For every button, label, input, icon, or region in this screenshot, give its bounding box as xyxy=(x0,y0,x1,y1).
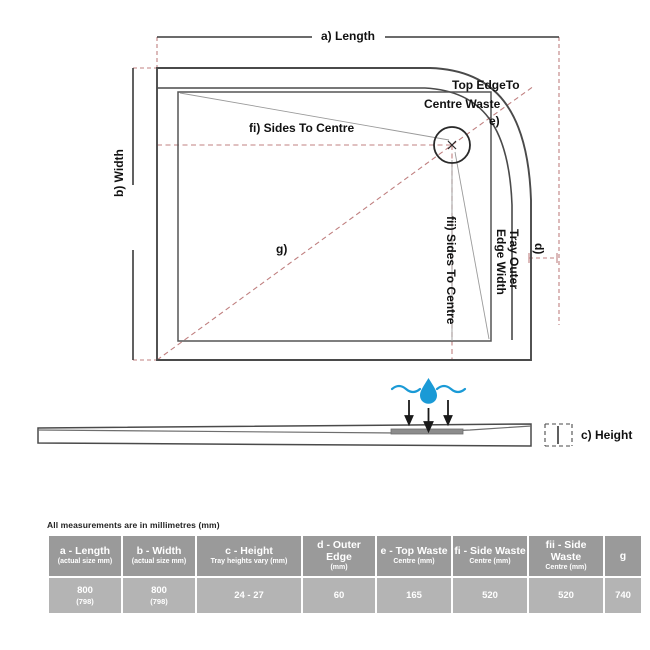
table-cell: 520 xyxy=(529,578,603,614)
header-subtitle: (actual size mm) xyxy=(57,558,113,566)
label-d-outer-edge: d) xyxy=(532,243,546,255)
d-outer-edge-ticks xyxy=(528,253,558,263)
label-fii-sides-to-centre: fii) Sides To Centre xyxy=(444,216,458,325)
tray-cross-section-body xyxy=(37,423,532,447)
cell-value: 740 xyxy=(615,589,631,601)
header-title: fi - Side Waste xyxy=(454,545,526,558)
cell-value: 24 - 27 xyxy=(234,589,264,601)
label-top-edge-to-centre-waste-line1: Top EdgeTo xyxy=(452,78,520,92)
table-caption: All measurements are in millimetres (mm) xyxy=(47,520,220,530)
tray-inner-lip-outline xyxy=(157,87,513,340)
cell-value-actual: (798) xyxy=(150,596,168,606)
table-cell: 800 (798) xyxy=(123,578,195,614)
table-cell: 520 xyxy=(453,578,527,614)
label-top-edge-to-centre-waste-line2: Centre Waste xyxy=(424,97,501,111)
header-subtitle: Centre (mm) xyxy=(469,558,511,566)
height-dimension-bracket xyxy=(544,423,573,447)
table-cell: 800 (798) xyxy=(49,578,121,614)
table-header-cell: fi - Side Waste Centre (mm) xyxy=(453,536,527,577)
waste-outlet-circle xyxy=(433,126,471,164)
table-header-cell: fii - Side Waste Centre (mm) xyxy=(529,536,603,577)
header-subtitle: Tray heights vary (mm) xyxy=(210,558,288,566)
cell-value: 60 xyxy=(333,589,345,601)
downward-flow-arrows-icon xyxy=(404,400,453,434)
label-e-key: e) xyxy=(489,114,500,128)
cell-value: 520 xyxy=(558,589,574,601)
label-tray-outer-edge-width-line1: Tray Outer xyxy=(507,229,521,290)
table-header-cell: c - Height Tray heights vary (mm) xyxy=(197,536,301,577)
header-subtitle: (actual size mm) xyxy=(131,558,187,566)
cell-value: 800 xyxy=(77,584,93,596)
header-title: c - Height xyxy=(225,545,273,558)
table-row: 800 (798) 800 (798) 24 - 27 60 165 xyxy=(49,578,641,614)
waste-centre-cross xyxy=(447,140,457,150)
table-header-row: a - Length (actual size mm) b - Width (a… xyxy=(49,536,641,577)
specification-table: a - Length (actual size mm) b - Width (a… xyxy=(47,534,643,615)
fall-guide-lines xyxy=(179,92,490,341)
header-title: e - Top Waste xyxy=(380,545,448,558)
header-title: fii - Side Waste xyxy=(545,539,587,564)
table-cell: 165 xyxy=(377,578,451,614)
tray-floor-rect xyxy=(177,91,492,342)
water-drop-icon xyxy=(420,378,437,404)
table-header-cell: e - Top Waste Centre (mm) xyxy=(377,536,451,577)
table-header-cell: g xyxy=(605,536,641,577)
specification-table-wrapper: All measurements are in millimetres (mm)… xyxy=(47,520,641,615)
header-subtitle: (mm) xyxy=(330,564,348,572)
label-g-diagonal: g) xyxy=(276,242,288,256)
table-header-cell: b - Width (actual size mm) xyxy=(123,536,195,577)
table-cell: 740 xyxy=(605,578,641,614)
table-header-cell: d - Outer Edge (mm) xyxy=(303,536,375,577)
shower-tray-technical-drawing xyxy=(37,36,573,447)
label-a-length: a) Length xyxy=(321,29,375,43)
header-title: d - Outer Edge xyxy=(317,539,361,564)
water-waves-icon xyxy=(390,384,467,394)
header-title: b - Width xyxy=(136,545,182,558)
tray-outer-outline xyxy=(156,67,532,361)
guide-from-topleft xyxy=(179,92,450,141)
header-subtitle: Centre (mm) xyxy=(545,564,587,572)
guide-from-bottomright xyxy=(454,151,490,340)
table-cell: 60 xyxy=(303,578,375,614)
header-title: g xyxy=(619,549,627,562)
label-tray-outer-edge-width-line2: Edge Width xyxy=(494,229,508,295)
cell-value-actual: (798) xyxy=(76,596,94,606)
header-title: a - Length xyxy=(59,545,111,558)
g-diagonal-line xyxy=(156,144,453,361)
label-b-width: b) Width xyxy=(112,149,126,197)
table-cell: 24 - 27 xyxy=(197,578,301,614)
cell-value: 520 xyxy=(482,589,498,601)
label-c-height: c) Height xyxy=(581,428,633,442)
table-header-cell: a - Length (actual size mm) xyxy=(49,536,121,577)
cell-value: 800 xyxy=(151,584,167,596)
cell-value: 165 xyxy=(406,589,422,601)
header-subtitle: Centre (mm) xyxy=(393,558,435,566)
label-fi-sides-to-centre: fi) Sides To Centre xyxy=(249,121,355,135)
